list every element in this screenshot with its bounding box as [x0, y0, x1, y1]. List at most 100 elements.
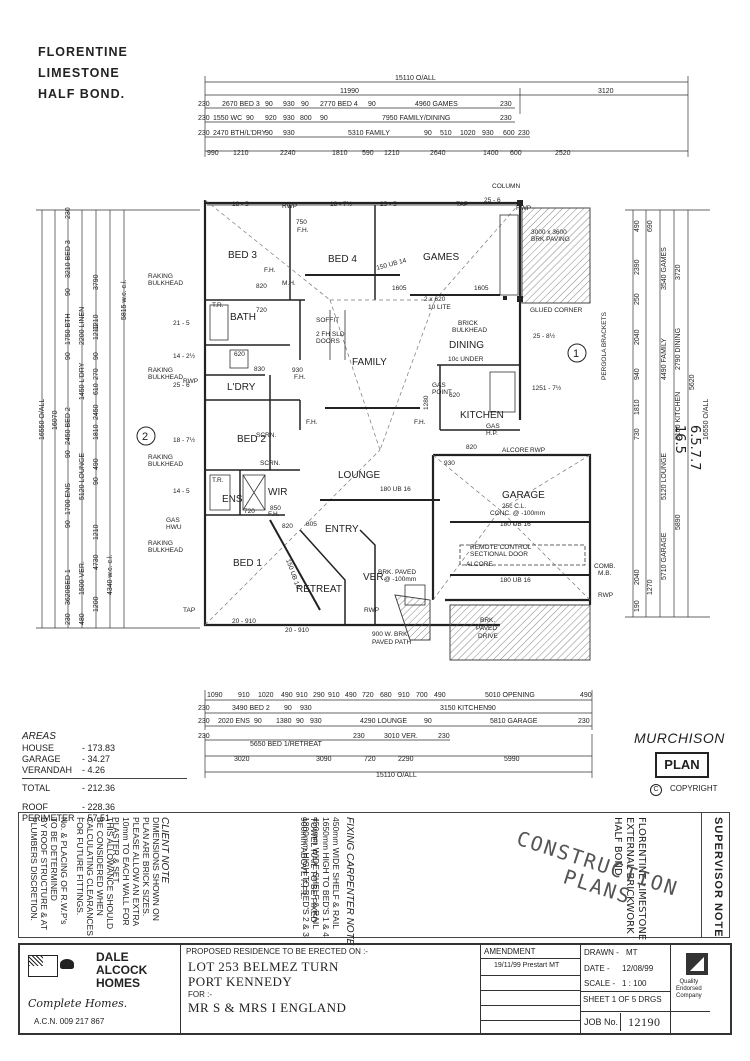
dim-text: 910 [328, 692, 340, 699]
room-bed-3: BED 3 [228, 250, 257, 261]
dim-top-11990: 11990 [340, 88, 359, 95]
dim-text: 1400 [483, 150, 499, 157]
label-rwp: RWP [516, 205, 531, 212]
room-dim: 25 - 6 [484, 197, 501, 204]
dim-text: 3010 VER. [384, 733, 418, 740]
room-lounge: LOUNGE [338, 470, 381, 481]
label-scrn: SCRN. [256, 432, 276, 439]
dim-text: 90 [424, 718, 432, 725]
dim-text: 2020 ENS [218, 718, 250, 725]
dim-text: 230 [438, 733, 450, 740]
section-marker-1 [567, 343, 587, 363]
room-dim: 18 - 7½ [330, 200, 353, 208]
areas-row: GARAGE- 34.27 [22, 754, 187, 765]
fixing-note-title: FIXING CARPENTER NOTE [344, 817, 355, 946]
dim-text: 690 [647, 220, 654, 232]
dim-text: 720 [364, 756, 376, 763]
label-bulkhead: BULKHEAD [148, 280, 183, 287]
fixing-note: 450mm WIDE SHELF & RAIL 1650mm HIGH TO B… [301, 817, 341, 937]
company-line: DALE [96, 950, 129, 964]
dim-text: 5120 LOUNGE [79, 453, 86, 500]
quality-logo-icon [686, 953, 708, 975]
label-alcore: ALCORE [502, 447, 529, 454]
bottom-dimension-lower: 230 5650 BED 1/RETREAT 230 3010 VER. 230… [198, 733, 593, 779]
dim-text: 5620 [689, 374, 696, 390]
dim-text: 230 [578, 718, 590, 725]
label-hp: H.P. [486, 430, 498, 437]
proposed-label: PROPOSED RESIDENCE TO BE ERECTED ON :- [186, 947, 368, 956]
room-dim: 25 - 6 [173, 382, 190, 389]
room-dim: 1605 [392, 285, 407, 292]
dim-text: 930 [283, 101, 295, 108]
area-value: - 4.26 [82, 765, 106, 775]
drawn-value: MT [626, 948, 638, 957]
dim-text: 600 [510, 150, 522, 157]
room-kitchen: KITCHEN [460, 410, 504, 421]
areas-row: HOUSE- 173.83 [22, 743, 187, 754]
dim-text: 90 [65, 450, 72, 458]
dim-text: 490 [634, 220, 641, 232]
column [517, 296, 523, 302]
garage-sink [499, 214, 519, 296]
areas-row: PERIMETER- 57.51 [22, 813, 187, 824]
label-raking: RAKING [148, 540, 173, 547]
label-gas-hp: GAS [486, 423, 500, 430]
company-line: ALCOCK [96, 963, 148, 977]
room-dim: 21 - 5 [173, 320, 190, 327]
section-marker-labels: 1 2 [142, 348, 579, 443]
room-dim: 1251 - 7½ [532, 384, 562, 392]
label-drive-2: PAVED [476, 625, 497, 632]
label-fh: F.H. [294, 374, 306, 381]
scale-label: SCALE - [584, 979, 616, 988]
room-wir: WIR [268, 487, 287, 498]
label-gas-hwu: GAS [166, 517, 180, 524]
sheet-info: SHEET 1 OF 5 DRGS [583, 995, 662, 1004]
dim-text: 990 [207, 150, 219, 157]
misc-plan-labels: RWP TAP COLUMN RWP 3000 x 3600 BRK PAVIN… [148, 183, 616, 646]
label-rwp: RWP [364, 607, 379, 614]
property-panel: PROPOSED RESIDENCE TO BE ERECTED ON :- L… [180, 945, 481, 1033]
dim-text: 230 [518, 130, 530, 137]
dim-text: 610 [93, 383, 100, 395]
dim-text: 2240 [280, 150, 296, 157]
dim-text: 490 [434, 692, 446, 699]
room-dim: 930 [444, 460, 455, 467]
dim-text: 3100 KITCHEN [675, 392, 682, 440]
drawing-info-panel: DRAWN - MT DATE - 12/08/99 SCALE - 1 : 1… [580, 945, 710, 1033]
room-dim: 25 - 8½ [533, 332, 556, 340]
label-brick: BRICK [458, 320, 479, 327]
dim-text: 730 [634, 428, 641, 440]
dim-text: 930 [283, 130, 295, 137]
dim-text: 4340 w.c. c.l. [107, 554, 114, 595]
dim-text: 490 [580, 692, 592, 699]
room-dim: 820 [256, 283, 267, 290]
label-path-2: PAVED PATH [372, 639, 412, 646]
label-bulkhead: BULKHEAD [452, 327, 487, 334]
company-panel: DALE ALCOCK HOMES Complete Homes. A.C.N.… [20, 945, 181, 1033]
dim-text: 490 [281, 692, 293, 699]
top-dimension-texts: 15110 O/ALL 11990 3120 230 2670 BED 3 90… [198, 75, 614, 157]
dim-text: 920 [265, 115, 277, 122]
title-line-1: FLORENTINE [38, 45, 128, 59]
label-point: POINT [432, 389, 452, 396]
dim-text: 4730 [93, 554, 100, 570]
dim-text: 1020 [258, 692, 274, 699]
dim-text: 700 [416, 692, 428, 699]
section-markers [136, 343, 587, 446]
dim-text: 2770 BED 4 [320, 101, 358, 108]
label-gas: GAS [432, 382, 446, 389]
wir-fixture [242, 474, 266, 511]
label-raking: RAKING [148, 367, 173, 374]
fixtures [209, 214, 586, 606]
label-alcore: ALCORE [466, 561, 493, 568]
dim-text: 90 [65, 288, 72, 296]
dim-text: 230 [198, 115, 210, 122]
bottom-dimension-texts: 1090 910 1020 490 910 290 910 490 720 68… [198, 692, 592, 725]
left-dimension-lines [36, 209, 200, 629]
dim-text: 490 [93, 458, 100, 470]
label-tr: T.R. [212, 477, 224, 484]
trough-fixture [229, 349, 249, 369]
label-comb: COMB. [594, 563, 616, 570]
area-value: - 34.27 [82, 754, 111, 764]
label-brk-paved-2: @ -100mm [384, 576, 416, 583]
